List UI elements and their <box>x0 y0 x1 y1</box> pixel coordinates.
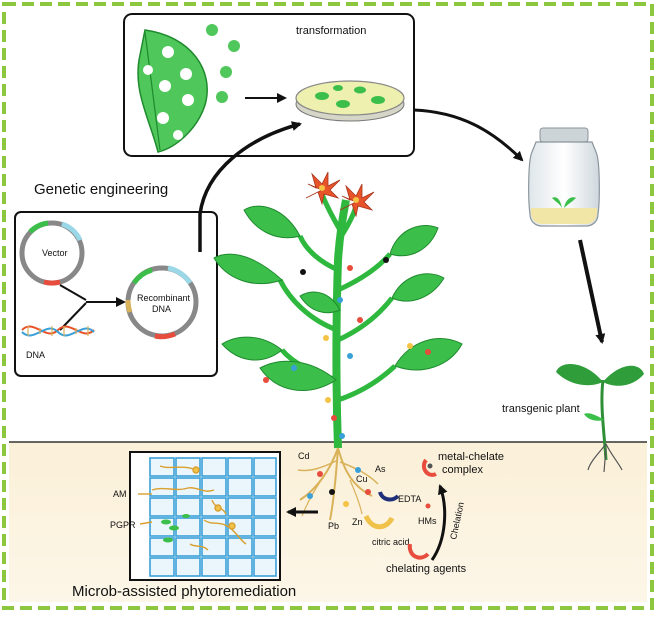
petri-dish-icon <box>295 80 405 122</box>
am-label: AM <box>113 489 127 499</box>
vector-label: Vector <box>42 248 68 258</box>
fungal-hyphae <box>151 465 247 551</box>
leaf-disk-dot <box>216 91 228 103</box>
genetic-engineering-label: Genetic engineering <box>34 181 168 198</box>
flower-icon <box>339 183 375 218</box>
transformation-panel: transformation <box>123 13 415 157</box>
transgenic-plant-icon <box>556 363 644 473</box>
pgpr-pointer <box>139 521 153 525</box>
arrow-to-culture-jar <box>413 108 524 162</box>
leaf-disk-icon <box>137 29 208 153</box>
metal-chelate-label-line2: complex <box>442 464 483 476</box>
plant-flowers <box>305 171 375 218</box>
dna-label: DNA <box>26 350 45 360</box>
outer-dashed-border <box>2 2 654 610</box>
microb-assisted-label: Microb-assisted phytoremediation <box>72 583 296 600</box>
metal-label-cd: Cd <box>298 451 310 461</box>
metal-label-as: As <box>375 464 386 474</box>
arrow-to-transformation <box>198 121 302 252</box>
root-cell-panel <box>129 451 281 581</box>
transgenic-plant-label: transgenic plant <box>502 403 580 415</box>
metal-label-pb: Pb <box>328 521 339 531</box>
vector-plasmid-icon <box>19 220 85 286</box>
chelating-agents-label: chelating agents <box>386 563 467 575</box>
hms-dot <box>425 503 431 509</box>
metal-label-cu: Cu <box>356 474 368 484</box>
citric-acid-icon <box>363 514 395 530</box>
merge-line <box>59 284 87 301</box>
leaf-disk-dot <box>228 40 240 52</box>
recombinant-label-line2: DNA <box>152 304 171 314</box>
genetic-engineering-panel: Vector Recombinant DNA DNA <box>14 211 218 377</box>
plant-leaf <box>259 360 337 391</box>
leaf-disk-dot <box>220 66 232 78</box>
citric-acid-label: citric acid <box>372 537 410 547</box>
hms-label: HMs <box>418 516 437 526</box>
edta-icon <box>378 491 400 502</box>
recombinant-plasmid-icon <box>125 265 199 340</box>
plant-leaf <box>391 273 445 302</box>
pgpr-label: PGPR <box>110 520 136 530</box>
chelation-arrow <box>430 484 448 561</box>
chelating-agent-icon <box>407 543 430 560</box>
pgpr-bacteria <box>161 514 190 543</box>
metal-chelate-label-line1: metal-chelate <box>438 451 504 463</box>
plant-leaf <box>389 225 439 257</box>
plant-leaf <box>213 253 283 284</box>
transformation-label: transformation <box>296 25 366 37</box>
culture-jar-icon <box>528 127 600 227</box>
recombinant-label-line1: Recombinant <box>137 293 191 303</box>
metal-particles-plant <box>263 257 431 439</box>
plant-leaf <box>299 291 341 314</box>
edta-label: EDTA <box>398 494 421 504</box>
dna-helix-icon <box>21 325 95 337</box>
leaf-disk-dot <box>206 24 218 36</box>
metal-label-zn: Zn <box>352 517 363 527</box>
merge-line <box>59 302 87 331</box>
metal-chelate-dot <box>427 463 433 469</box>
plant-leaf <box>221 336 283 361</box>
arrow-to-transgenic-plant <box>578 239 606 344</box>
plant-leaf <box>243 205 301 239</box>
metal-chelate-icon <box>421 458 437 477</box>
flower-icon <box>305 171 341 206</box>
